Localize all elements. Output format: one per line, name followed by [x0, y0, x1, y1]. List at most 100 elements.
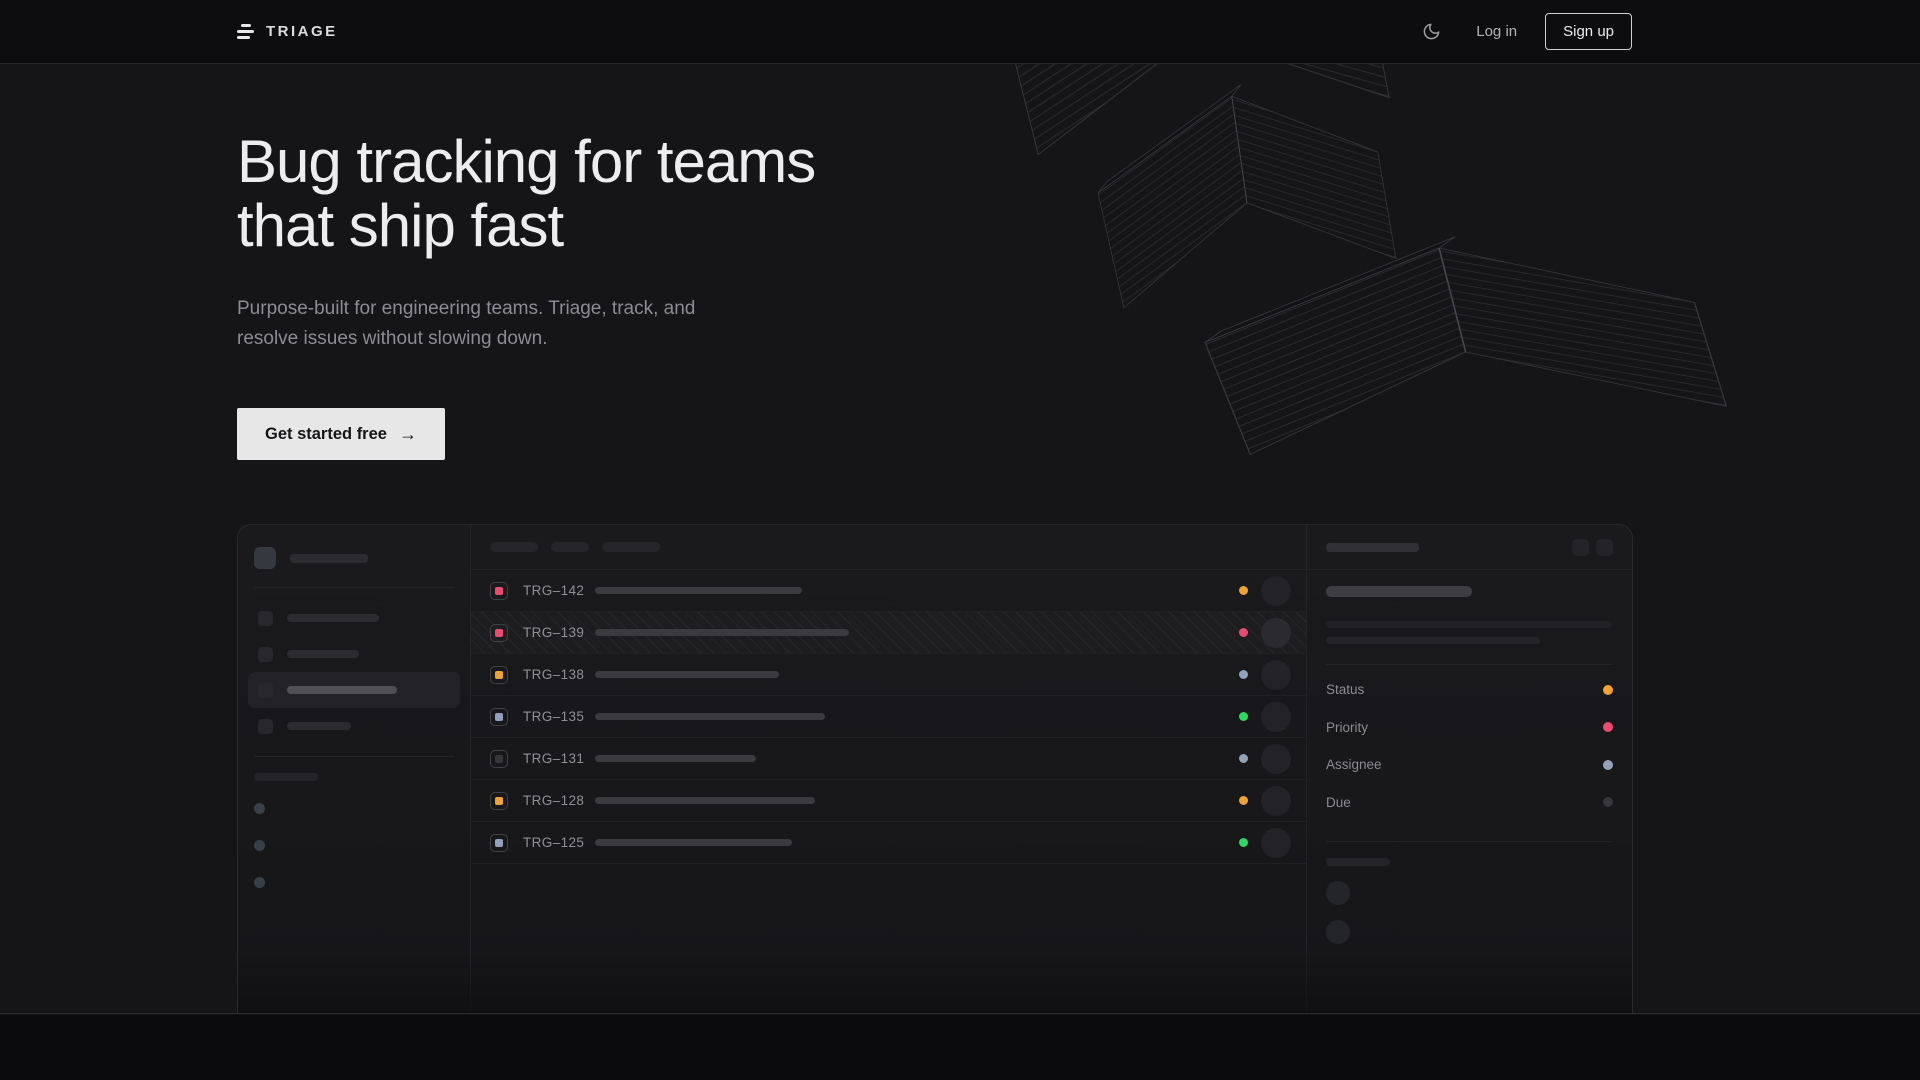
issue-type-icon-fill: [495, 670, 503, 679]
navbar: TRIAGE Log in Sign up: [0, 0, 1920, 64]
issue-row: TRG–142: [471, 570, 1306, 612]
issue-id: TRG–128: [523, 793, 585, 808]
mockup-workspace-row: [254, 547, 454, 569]
property-label: Status: [1326, 682, 1365, 698]
theme-toggle-button[interactable]: [1414, 15, 1448, 49]
mockup-workspace-name-bar: [290, 553, 368, 563]
mockup-nav-bar: [287, 686, 397, 694]
mockup-sidebar: [238, 525, 471, 1013]
issue-type-icon: [490, 791, 508, 810]
mockup-panel-body: Status Priority Assignee Due: [1307, 570, 1632, 944]
issue-type-icon-fill: [495, 712, 503, 721]
assignee-dot: [1603, 759, 1613, 770]
mockup-tab-pill: [490, 542, 538, 552]
login-link[interactable]: Log in: [1476, 23, 1518, 40]
issue-type-icon: [490, 749, 508, 768]
hero-content: Bug tracking for teams that ship fast Pu…: [237, 64, 816, 460]
issue-id: TRG–138: [523, 667, 585, 682]
issue-title-bar: [595, 713, 825, 720]
issue-type-icon: [490, 581, 508, 600]
property-label: Due: [1326, 794, 1351, 810]
issue-id: TRG–135: [523, 709, 585, 724]
signup-button[interactable]: Sign up: [1545, 13, 1632, 50]
get-started-button[interactable]: Get started free →: [237, 408, 445, 460]
mockup-nav-item: [248, 636, 460, 672]
mockup-nav-icon: [258, 646, 273, 662]
issue-status-dot: [1239, 754, 1248, 763]
brand-logo[interactable]: TRIAGE: [237, 23, 338, 40]
footer-band: [0, 1015, 1920, 1080]
issue-id: TRG–131: [523, 751, 585, 766]
get-started-label: Get started free: [265, 424, 387, 443]
mockup-sidebar-nav: [248, 600, 460, 744]
issue-type-icon-fill: [495, 586, 503, 595]
issue-id: TRG–139: [523, 625, 585, 640]
property-label: Priority: [1326, 719, 1369, 735]
mockup-activity-label-bar: [1326, 858, 1390, 866]
issue-row: TRG–128: [471, 780, 1306, 822]
issue-title-bar: [595, 755, 756, 762]
divider: [1326, 841, 1613, 842]
brand-name: TRIAGE: [266, 23, 338, 40]
mockup-workspace-avatar: [254, 547, 276, 569]
issue-type-icon: [490, 833, 508, 852]
mockup-issue-list: TRG–142 TRG–139 TRG–138 TRG–135 TRG–131: [471, 570, 1306, 864]
mockup-activity-avatar: [1326, 920, 1350, 944]
mockup-detail-panel: Status Priority Assignee Due: [1306, 525, 1632, 1013]
issue-row: TRG–125: [471, 822, 1306, 864]
issue-avatar: [1261, 659, 1291, 690]
issue-row: TRG–138: [471, 654, 1306, 696]
issue-status-dot: [1239, 586, 1248, 595]
mockup-tab-pill: [551, 542, 589, 552]
status-dot: [1603, 684, 1613, 695]
divider: [254, 587, 454, 588]
mockup-member-dot: [254, 877, 265, 888]
issue-row: TRG–135: [471, 696, 1306, 738]
issue-title-bar: [595, 671, 779, 678]
due-dot: [1603, 797, 1613, 808]
issue-type-icon: [490, 707, 508, 726]
mockup-list-header: [471, 525, 1306, 570]
mockup-activity-avatar: [1326, 881, 1350, 905]
issue-avatar: [1261, 575, 1291, 606]
hero-subtitle: Purpose-built for engineering teams. Tri…: [237, 298, 696, 349]
triage-bars-icon: [237, 24, 254, 39]
moon-icon: [1423, 23, 1440, 40]
issue-id: TRG–125: [523, 835, 585, 850]
issue-avatar: [1261, 827, 1291, 858]
issue-status-dot: [1239, 670, 1248, 679]
navbar-actions: Log in Sign up: [1414, 13, 1632, 50]
mockup-issue-title-bar: [1326, 586, 1472, 597]
mockup-member-dot: [254, 840, 265, 851]
mockup-nav-icon: [258, 610, 273, 626]
hero-heading-line2: that ship fast: [237, 192, 564, 259]
divider: [1326, 664, 1613, 665]
mockup-nav-bar: [287, 722, 351, 730]
hero-section: Bug tracking for teams that ship fast Pu…: [0, 64, 1920, 1014]
mockup-section-label-bar: [254, 773, 318, 781]
mockup-issue-list-column: TRG–142 TRG–139 TRG–138 TRG–135 TRG–131: [471, 525, 1306, 1013]
hero-heading-line1: Bug tracking for teams: [237, 128, 816, 195]
mockup-description-bar: [1326, 621, 1612, 628]
issue-avatar: [1261, 743, 1291, 774]
property-row-due: Due: [1326, 784, 1613, 822]
issue-row: TRG–139: [471, 612, 1306, 654]
mockup-nav-item-active: [248, 672, 460, 708]
mockup-nav-icon: [258, 682, 273, 698]
issue-type-icon: [490, 665, 508, 684]
mockup-panel-button: [1596, 538, 1613, 556]
mockup-nav-item: [248, 600, 460, 636]
mockup-member-dot: [254, 803, 265, 814]
divider: [254, 756, 454, 757]
issue-avatar: [1261, 617, 1291, 648]
issue-title-bar: [595, 797, 815, 804]
mockup-property-rows: Status Priority Assignee Due: [1326, 671, 1613, 821]
mockup-panel-header: [1307, 525, 1632, 570]
hero-heading: Bug tracking for teams that ship fast: [237, 128, 816, 259]
property-row-status: Status: [1326, 671, 1613, 709]
issue-title-bar: [595, 629, 849, 636]
issue-row: TRG–131: [471, 738, 1306, 780]
issue-type-icon: [490, 623, 508, 642]
issue-title-bar: [595, 839, 792, 846]
issue-type-icon-fill: [495, 796, 503, 805]
